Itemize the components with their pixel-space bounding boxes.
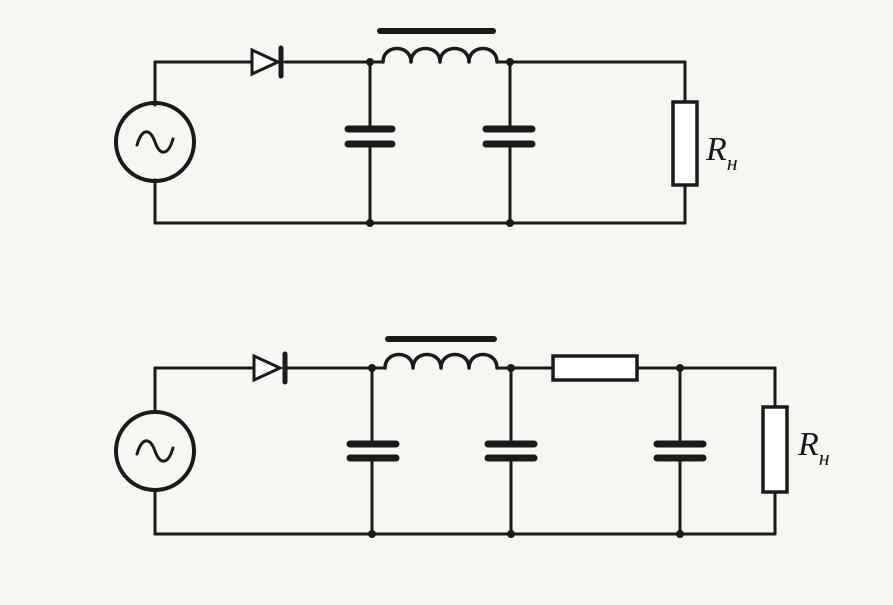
circuit-2-wires: [153, 366, 777, 536]
junctions: [368, 364, 684, 538]
ac-source: [114, 410, 196, 492]
diode: [252, 351, 288, 385]
capacitor-3: [653, 440, 707, 462]
circuit-1: Rн: [114, 28, 738, 227]
junctions: [366, 58, 514, 227]
load-label: Rн: [705, 131, 738, 175]
circuit-1-wires: [153, 60, 687, 225]
ac-source: [114, 101, 196, 183]
capacitor-2: [482, 125, 536, 148]
capacitor-2: [484, 440, 538, 462]
inductor: [377, 28, 499, 64]
inductor: [383, 336, 499, 370]
series-resistor: [551, 354, 639, 382]
load-label: Rн: [797, 426, 830, 470]
capacitor-1: [344, 125, 396, 148]
diode: [250, 45, 284, 79]
capacitor-1: [346, 440, 400, 462]
load-resistor: [761, 405, 789, 494]
load-resistor: [671, 100, 699, 187]
circuit-2: Rн: [114, 336, 830, 538]
